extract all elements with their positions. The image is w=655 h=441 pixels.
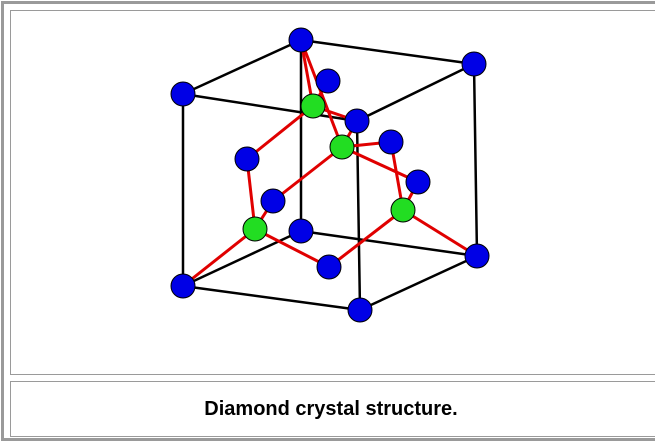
tetrahedral-site-atom [329, 134, 355, 160]
figure-caption: Diamond crystal structure. [204, 398, 458, 420]
bond [327, 208, 405, 269]
face-center-atom [260, 188, 286, 214]
face-center-atom [316, 254, 342, 280]
tetrahedral-site-atom [242, 216, 268, 242]
tetrahedral-site-atom [390, 197, 416, 223]
corner-atom [461, 51, 487, 77]
cube-edge [181, 92, 359, 123]
face-center-atom [378, 129, 404, 155]
cube-edge [299, 38, 476, 66]
bond [253, 227, 331, 269]
cube-edge [355, 62, 476, 123]
bond [245, 104, 315, 161]
bond [401, 208, 479, 258]
corner-atom [170, 81, 196, 107]
caption-cell: Diamond crystal structure. [10, 381, 655, 437]
face-center-atom [315, 68, 341, 94]
tetrahedral-site-atom [300, 93, 326, 119]
cube-edge [181, 229, 303, 288]
cube-edge [355, 119, 362, 312]
cube-edge [181, 284, 362, 312]
cube-edge [181, 38, 303, 96]
figure-cell [10, 10, 655, 375]
face-center-atom [405, 169, 431, 195]
bond [271, 145, 344, 203]
diamond-crystal-diagram [170, 27, 490, 323]
corner-atom [464, 243, 490, 269]
cube-edge [472, 62, 479, 258]
bond [340, 145, 420, 184]
corner-atom [288, 218, 314, 244]
face-center-atom [234, 146, 260, 172]
corner-atom [288, 27, 314, 53]
atoms [170, 27, 490, 323]
face-center-atom [344, 108, 370, 134]
cube-edge [358, 254, 479, 312]
corner-atom [347, 297, 373, 323]
bond [299, 38, 344, 149]
bond [181, 227, 257, 288]
cube-edge [299, 229, 479, 258]
corner-atom [170, 273, 196, 299]
